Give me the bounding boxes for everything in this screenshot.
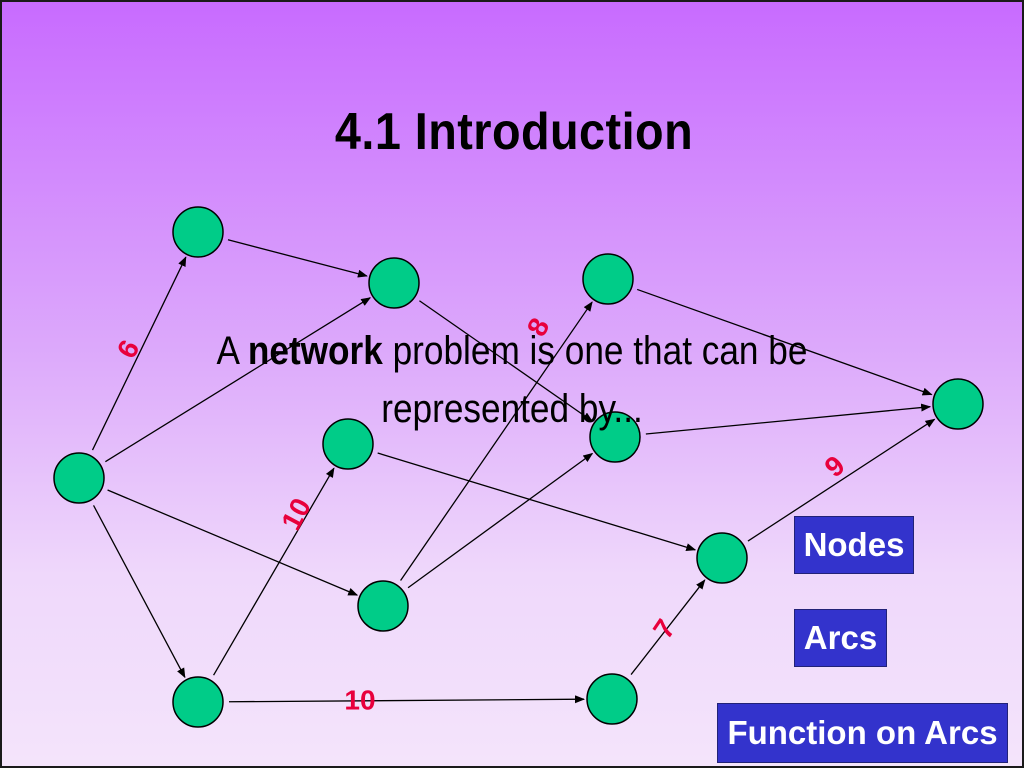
node-n4 [357, 580, 409, 632]
arc-weight-n10-n9: 7 [647, 614, 681, 644]
arc-n2-n5 [92, 505, 186, 679]
body-prefix: A [216, 329, 248, 373]
arc-n6-n9 [377, 452, 697, 552]
arc-weight-n5-n10: 10 [344, 684, 375, 715]
arc-weight-n5-n6: 10 [275, 493, 317, 535]
nodes-label-box: Nodes [794, 516, 914, 574]
arc-n4-n7 [400, 301, 593, 581]
node-n7 [582, 253, 634, 305]
node-n6 [322, 418, 374, 470]
arc-weight-n9-n11: 9 [819, 450, 851, 484]
slide-title: 4.1 Introduction [334, 103, 694, 161]
arcs-layer [91, 239, 936, 704]
node-n11 [932, 378, 984, 430]
node-n2 [53, 452, 105, 504]
node-n9 [696, 532, 748, 584]
arc-n10-n9 [630, 579, 706, 675]
body-suffix: problem is one that can be [382, 329, 808, 373]
node-n3 [368, 257, 420, 309]
arc-n5-n6 [213, 467, 335, 676]
nodes-layer [53, 206, 984, 728]
arc-n2-n3 [105, 297, 372, 463]
node-n8 [589, 411, 641, 463]
function-on-arcs-label-box: Function on Arcs [717, 703, 1008, 763]
arc-n2-n4 [107, 489, 359, 596]
arc-n3-n8 [419, 300, 593, 422]
node-n1 [172, 206, 224, 258]
node-n10 [586, 673, 638, 725]
body-text: A network problem is one that can be rep… [160, 322, 864, 438]
arc-n8-n11 [645, 403, 932, 435]
arc-weight-n2-n1: 6 [111, 335, 146, 363]
arc-n2-n1 [91, 256, 187, 451]
arcs-label-box: Arcs [794, 609, 887, 667]
arc-n7-n11 [636, 288, 933, 396]
arc-n5-n10 [228, 695, 586, 704]
node-n5 [172, 676, 224, 728]
arc-n9-n11 [747, 418, 936, 542]
arc-n4-n8 [407, 452, 594, 589]
body-line2: represented by... [381, 387, 643, 431]
arc-n1-n3 [227, 239, 368, 278]
body-keyword: network [247, 329, 383, 373]
